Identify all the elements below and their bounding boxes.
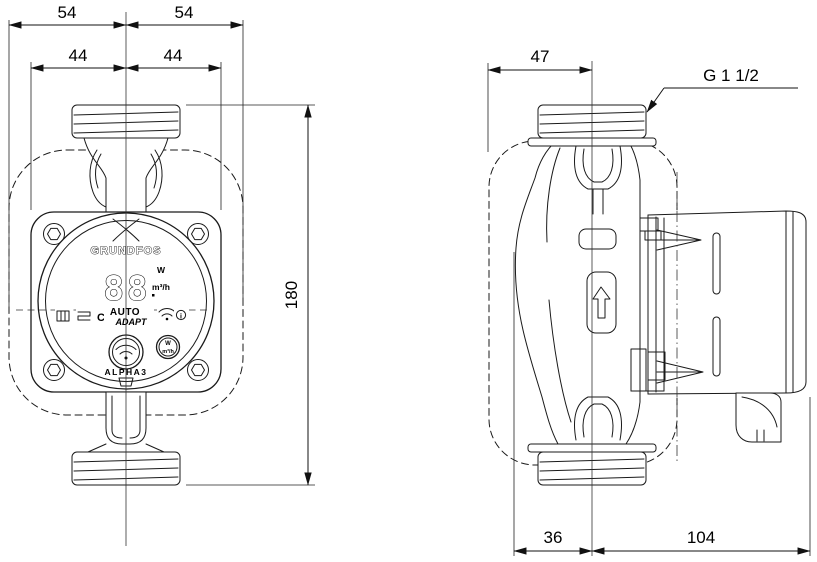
front-dimensions: 54 54 44 44 180 [8,3,315,486]
side-top-clamp [574,145,622,215]
face-clip [118,377,134,387]
floor-heating-icon [77,311,91,321]
front-view: GRUNDFOS 88 W m³/h C AUTO ADAPT [8,12,244,546]
screw-icon [187,223,209,245]
side-view [488,61,807,556]
front-bottom-clamp-detail [87,395,165,453]
side-dimensions: 47 G 1 1/2 36 104 [487,47,811,556]
side-volute-housing [514,140,641,445]
mode-button-power-label: W [165,341,171,347]
side-motor-body [647,210,807,395]
flow-arrow-icon [586,271,617,334]
brand-text: GRUNDFOS [91,245,162,257]
hot-water-icon: C [97,312,105,324]
side-volute-contours [546,147,572,423]
thread-size-label: G 1 1/2 [703,66,759,85]
dim-47-depth: 47 [531,47,550,66]
front-clamp-ears [89,149,163,208]
mode-icon-row: C AUTO ADAPT i [55,303,189,328]
side-cable-connector [735,392,782,443]
info-icon: i [175,309,187,321]
autoadapt-label-bottom: ADAPT [115,317,149,327]
screw-icon [43,359,65,381]
flange-screws [43,223,209,381]
dim-54-left: 54 [58,3,77,22]
display-digits: 88 [104,269,151,309]
unit-power-label: W [157,265,166,275]
screw-icon [43,223,65,245]
screw-icon [187,359,209,381]
autoadapt-label-top: AUTO [110,307,140,318]
mode-button-flow-label: m³/h [162,348,174,355]
dim-44-left: 44 [69,46,88,65]
side-clamp-screw-cones [656,229,704,384]
dim-36-bottom-left: 36 [544,528,563,547]
svg-text:i: i [180,314,182,321]
side-bottom-clamp [574,396,622,441]
unit-flow-label: m³/h [152,282,170,292]
dim-54-right: 54 [175,3,194,22]
model-label: ALPHA3 [104,367,147,377]
radiator-icon [56,310,70,322]
dim-180-height: 180 [282,281,301,309]
side-head-detail [578,228,617,250]
dim-104-bottom-right: 104 [687,528,715,547]
mode-button: W m³/h [155,334,181,360]
dim-44-right: 44 [164,46,183,65]
decimal-point [152,294,155,297]
